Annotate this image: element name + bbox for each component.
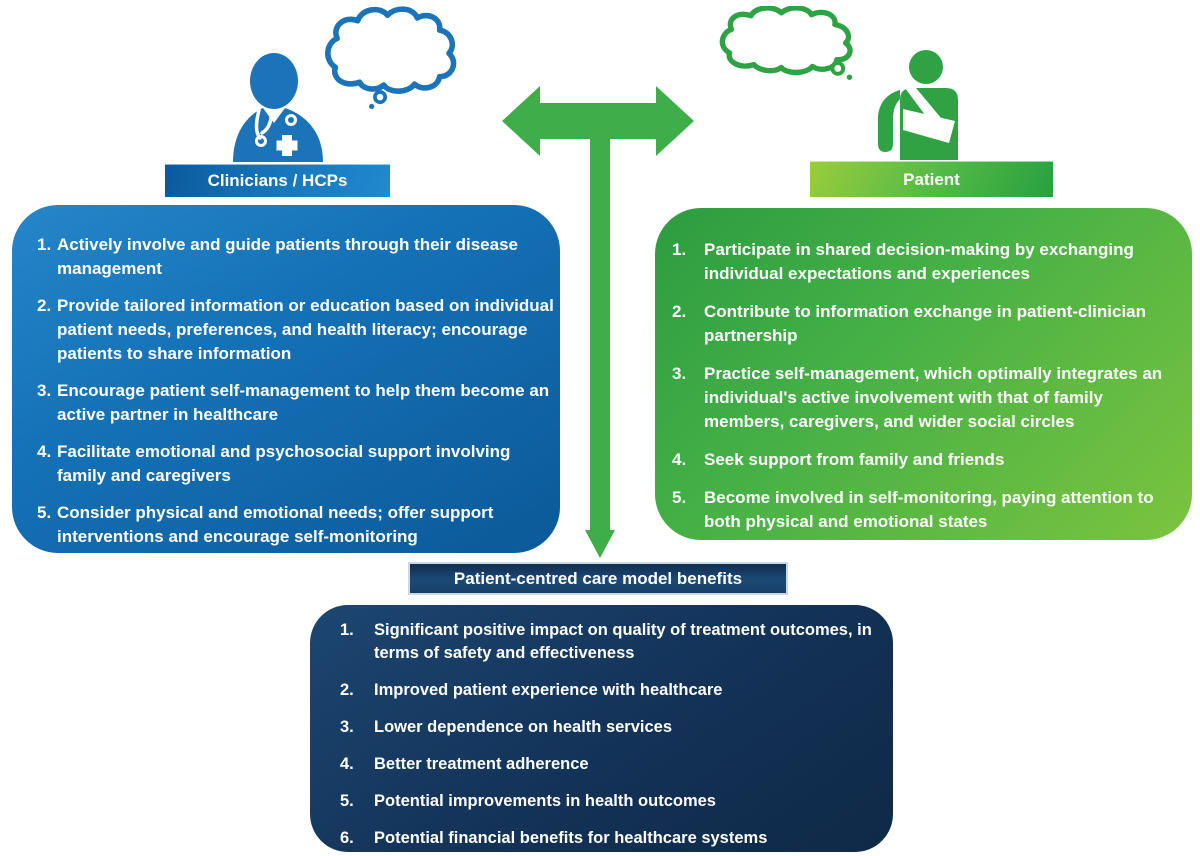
- list-item-text: Consider physical and emotional needs; o…: [57, 503, 494, 546]
- list-item-text: Encourage patient self-management to hel…: [57, 381, 550, 424]
- list-item-text: Contribute to information exchange in pa…: [704, 302, 1147, 345]
- list-item-number: 2.: [37, 296, 52, 315]
- list-item: 1. Significant positive impact on quality…: [340, 619, 875, 665]
- list-item-text: Actively involve and guide patients thro…: [57, 235, 518, 278]
- list-item: 3. Lower dependence on health services: [340, 716, 875, 739]
- list-item: 3. Practice self-management, which optima…: [672, 362, 1182, 434]
- list-item-text: Improved patient experience with healthc…: [374, 681, 723, 699]
- patient-header-label: Patient: [903, 169, 960, 189]
- list-item-number: 5.: [37, 503, 52, 522]
- clinicians-header-label: Clinicians / HCPs: [207, 171, 348, 190]
- clinician-doctor-icon: [233, 53, 323, 162]
- list-item: 3. Encourage patient self-management to h…: [37, 379, 554, 427]
- list-item-text: Better treatment adherence: [374, 755, 589, 773]
- list-item-number: 4.: [340, 755, 354, 773]
- list-item-number: 1.: [672, 240, 687, 259]
- list-item-number: 3.: [672, 364, 687, 383]
- clinicians-box: 1. Actively involve and guide patients th…: [12, 205, 560, 553]
- clinicians-header: Clinicians / HCPs: [165, 164, 390, 197]
- patient-arm-sling-icon: [878, 50, 958, 160]
- list-item: 2. Provide tailored information or educat…: [37, 294, 554, 366]
- list-item-number: 5.: [340, 792, 354, 810]
- list-item: 1. Actively involve and guide patients th…: [37, 233, 554, 281]
- list-item-number: 4.: [672, 450, 687, 469]
- benefits-header-label: Patient-centred care model benefits: [453, 568, 743, 588]
- list-item: 4. Seek support from family and friends: [672, 448, 1182, 472]
- list-item-text: Potential financial benefits for healthc…: [374, 829, 768, 847]
- list-item: 5. Consider physical and emotional needs;…: [37, 501, 554, 549]
- list-item-text: Potential improvements in health outcome…: [374, 792, 716, 810]
- patient-header: Patient: [810, 161, 1053, 197]
- list-item-text: Practice self-management, which optimall…: [704, 364, 1163, 431]
- list-item: 5. Potential improvements in health outco…: [340, 790, 875, 813]
- list-item-number: 4.: [37, 442, 52, 461]
- list-item-number: 2.: [340, 681, 354, 699]
- list-item-number: 3.: [37, 381, 52, 400]
- list-item-text: Participate in shared decision-making by…: [704, 240, 1134, 283]
- list-item-text: Significant positive impact on quality o…: [374, 621, 872, 662]
- list-item: 4. Facilitate emotional and psychosocial …: [37, 440, 554, 488]
- list-item-text: Provide tailored information or educatio…: [57, 296, 554, 363]
- list-item-number: 3.: [340, 718, 354, 736]
- list-item-number: 5.: [672, 488, 687, 507]
- benefits-box: 1. Significant positive impact on quality…: [310, 605, 893, 852]
- list-item-text: Become involved in self-monitoring, payi…: [704, 488, 1154, 531]
- list-item: 6. Potential financial benefits for healt…: [340, 827, 875, 850]
- list-item-number: 2.: [672, 302, 687, 321]
- list-item: 2. Improved patient experience with healt…: [340, 679, 875, 702]
- list-item: 4. Better treatment adherence: [340, 753, 875, 776]
- list-item: 2. Contribute to information exchange in …: [672, 300, 1182, 348]
- list-item-text: Facilitate emotional and psychosocial su…: [57, 442, 511, 485]
- list-item-text: Lower dependence on health services: [374, 718, 673, 736]
- thought-bubble-icon: [719, 6, 853, 80]
- thought-bubble-icon: [325, 6, 457, 110]
- list-item: 1. Participate in shared decision-making …: [672, 238, 1182, 286]
- patient-box: 1. Participate in shared decision-making …: [655, 208, 1192, 540]
- list-item: 5. Become involved in self-monitoring, pa…: [672, 486, 1182, 534]
- benefits-header: Patient-centred care model benefits: [408, 562, 788, 595]
- list-item-number: 1.: [37, 235, 52, 254]
- list-item-number: 1.: [340, 621, 354, 639]
- list-item-number: 6.: [340, 829, 354, 847]
- list-item-text: Seek support from family and friends: [704, 450, 1005, 469]
